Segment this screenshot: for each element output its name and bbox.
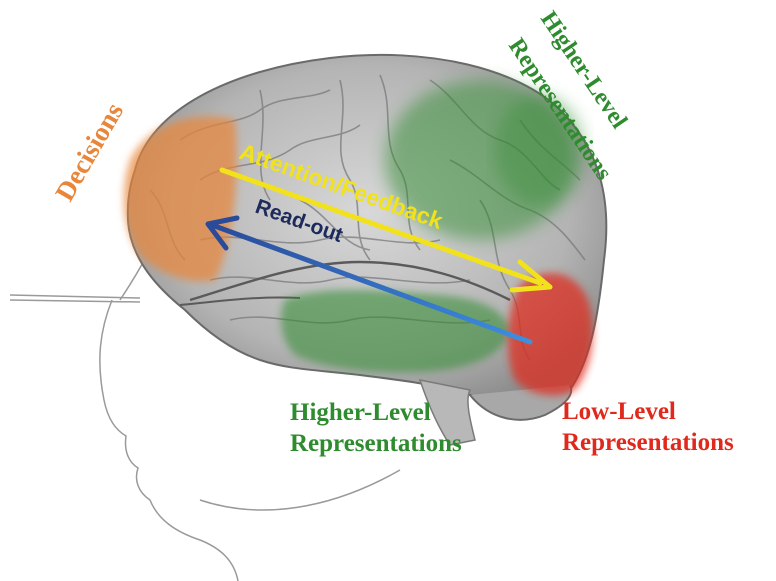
- low-level-label: Low-Level Representations: [562, 396, 734, 458]
- low-level-line2: Representations: [562, 427, 734, 458]
- low-level-line1: Low-Level: [562, 396, 734, 427]
- region-higher-level-bottom: [281, 290, 510, 372]
- decisions-label: Decisions: [49, 97, 129, 206]
- higher-level-bottom-line1: Higher-Level: [290, 397, 462, 428]
- higher-level-bottom-label: Higher-Level Representations: [290, 397, 462, 459]
- higher-level-bottom-line2: Representations: [290, 428, 462, 459]
